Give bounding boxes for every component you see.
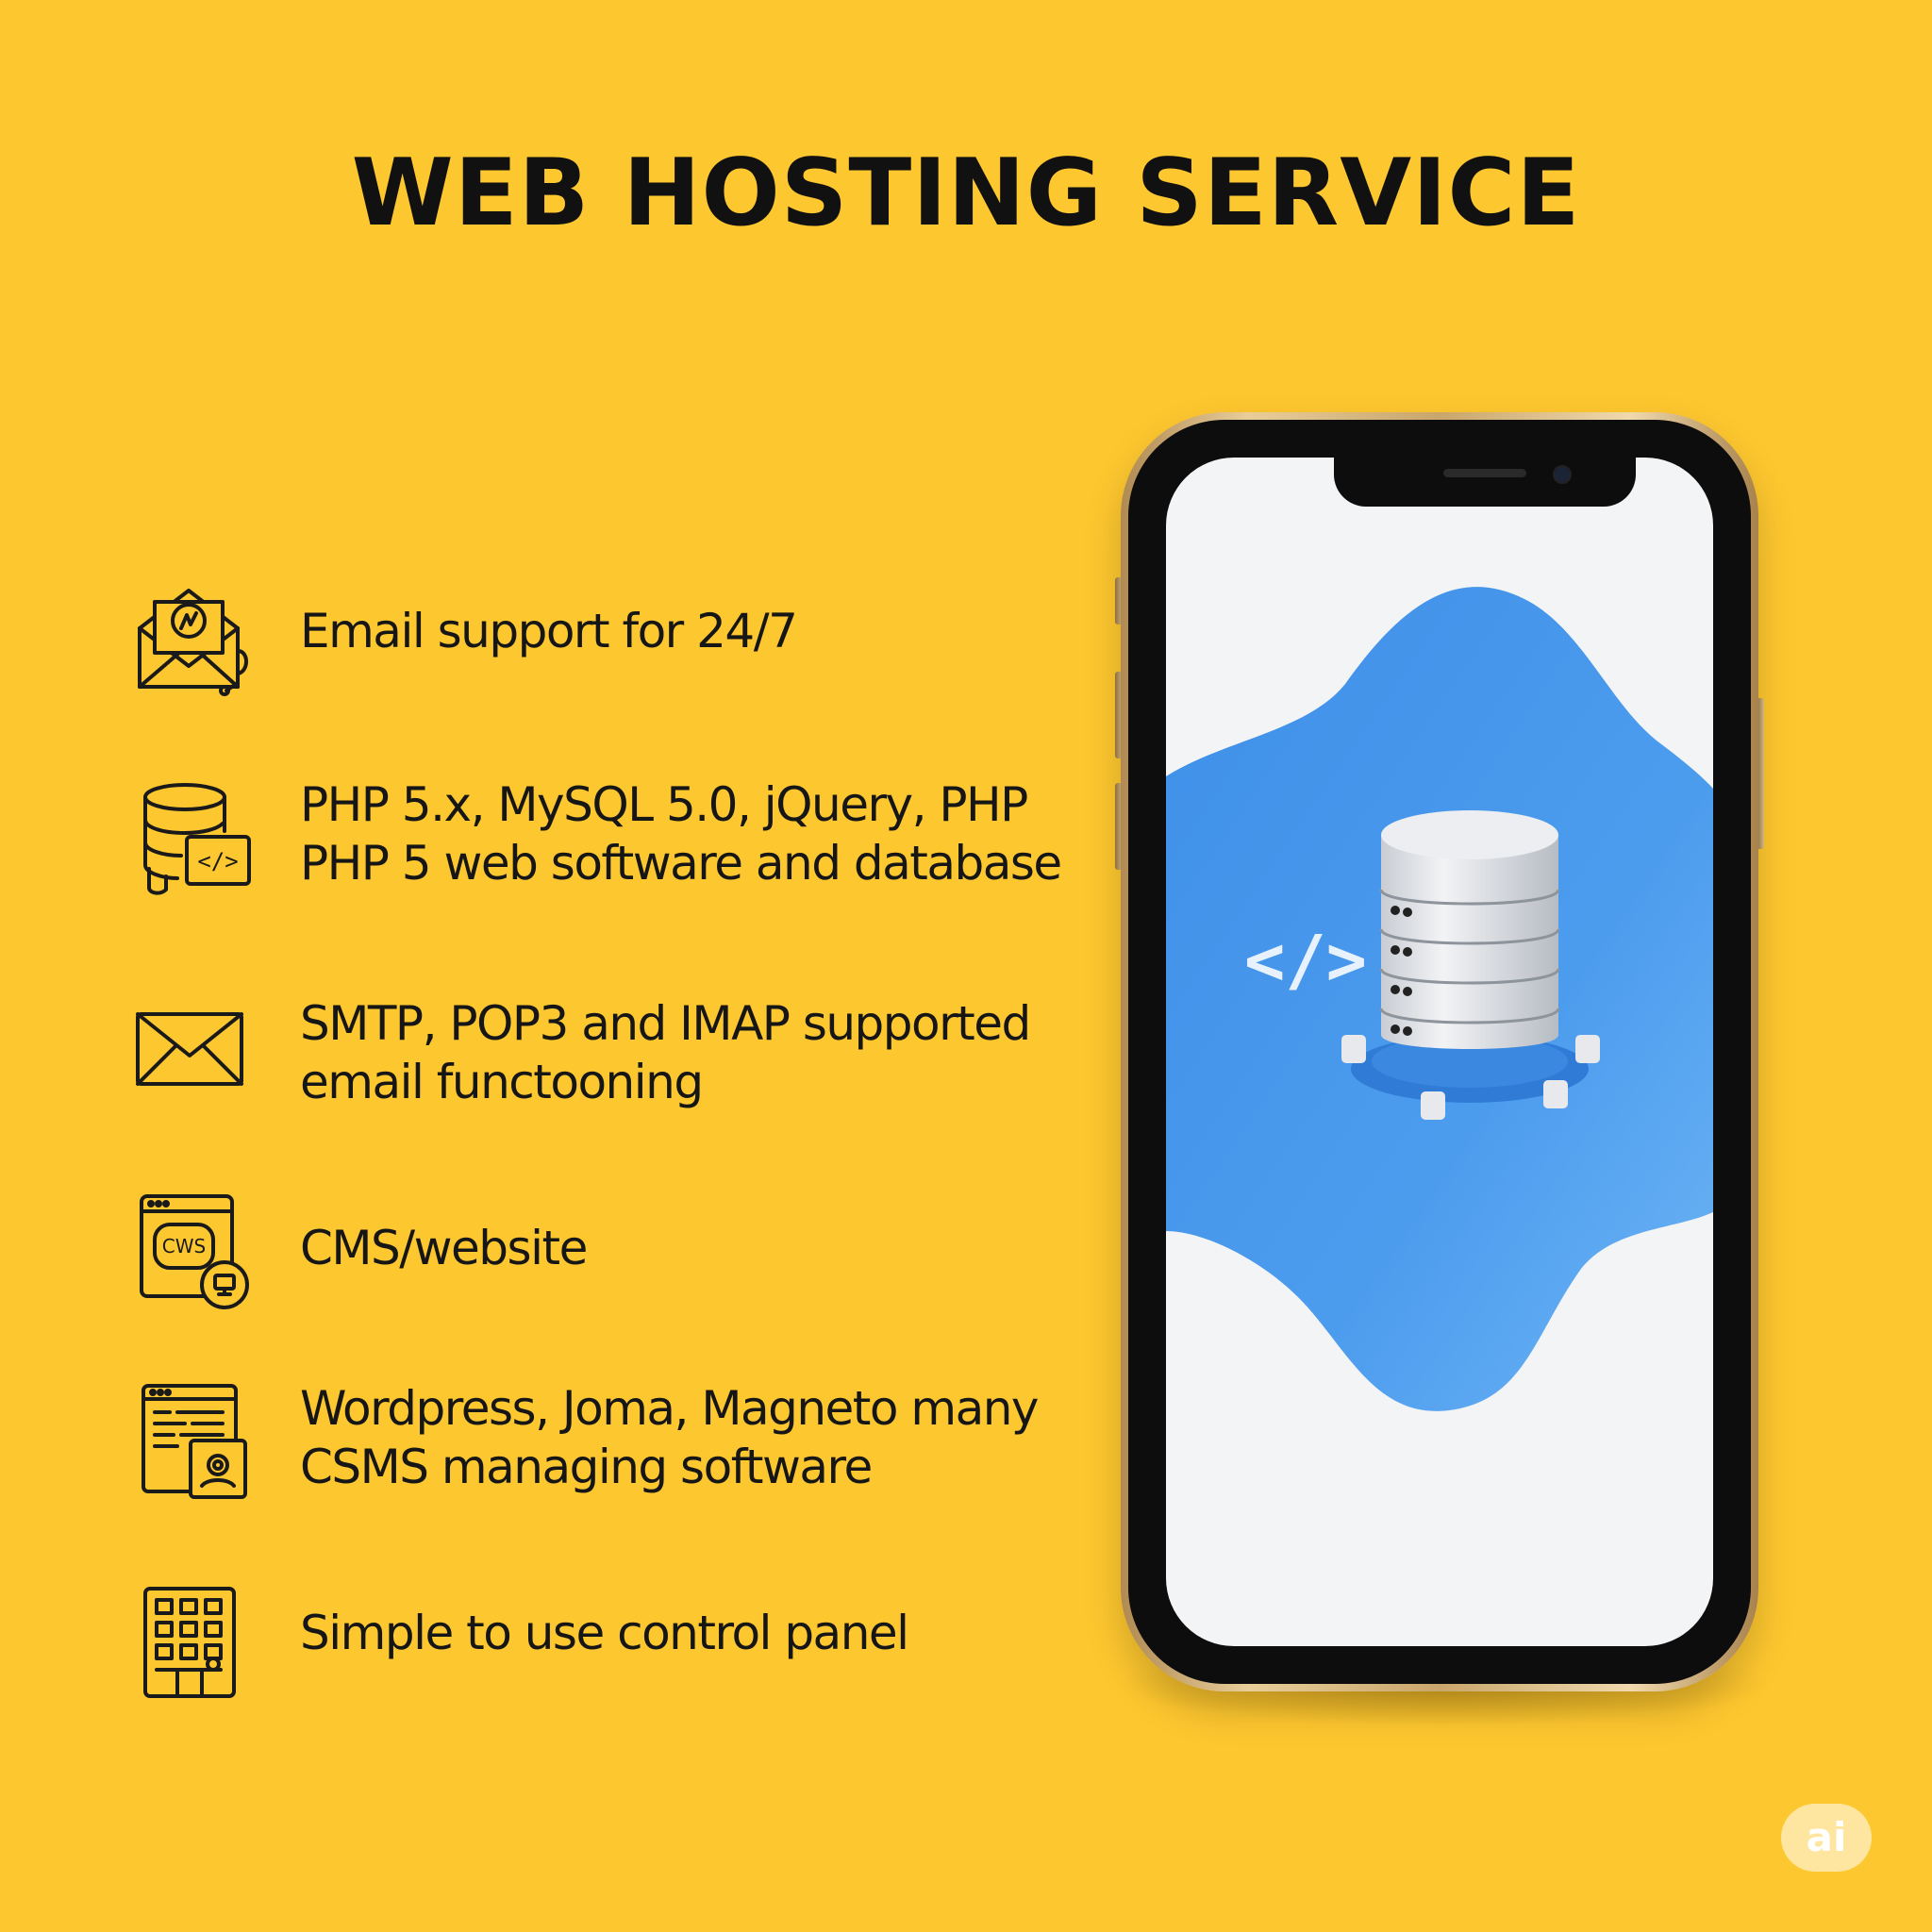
- phone-mockup: </>: [1121, 412, 1758, 1691]
- feature-text: Email support for 24/7: [300, 602, 1074, 660]
- feature-text: CMS/website: [300, 1219, 1074, 1277]
- feature-line: Simple to use control panel: [300, 1606, 909, 1660]
- feature-line: email functooning: [300, 1055, 704, 1109]
- control-panel-icon: [132, 1583, 255, 1706]
- cms-website-icon: CWS: [132, 1191, 255, 1313]
- page-title: WEB HOSTING SERVICE: [351, 140, 1581, 247]
- phone-frame: </>: [1128, 420, 1751, 1684]
- email-support-icon: [132, 574, 255, 696]
- mute-switch: [1115, 577, 1123, 625]
- feature-list: Email support for 24/7 </> PHP 5.x, MySQ…: [132, 574, 1074, 1706]
- feature-text: PHP 5.x, MySQL 5.0, jQuery, PHP PHP 5 we…: [300, 775, 1074, 892]
- base-connector: [1543, 1080, 1568, 1108]
- power-button: [1757, 698, 1764, 849]
- feature-line: PHP 5.x, MySQL 5.0, jQuery, PHP: [300, 777, 1028, 832]
- code-tag-text: </>: [1244, 921, 1367, 1000]
- database-server-illustration: </>: [1166, 587, 1713, 1411]
- base-connector: [1341, 1035, 1366, 1063]
- feature-line: PHP 5 web software and database: [300, 836, 1062, 891]
- base-connector: [1575, 1035, 1600, 1063]
- database-code-icon: </>: [132, 778, 255, 901]
- phone-screen: </>: [1166, 458, 1713, 1646]
- feature-text: Simple to use control panel: [300, 1604, 1074, 1662]
- phone-speaker: [1443, 469, 1526, 477]
- envelope-icon: [132, 986, 255, 1108]
- feature-line: Wordpress, Joma, Magneto many: [300, 1381, 1040, 1436]
- feature-line: CSMS managing software: [300, 1440, 873, 1494]
- volume-down-button: [1115, 783, 1123, 870]
- database-icon: [1379, 810, 1560, 1049]
- svg-text:</>: </>: [197, 848, 238, 874]
- volume-up-button: [1115, 672, 1123, 758]
- feature-text: Wordpress, Joma, Magneto many CSMS manag…: [300, 1379, 1074, 1496]
- feature-text: SMTP, POP3 and IMAP supported email func…: [300, 994, 1074, 1111]
- front-camera: [1553, 465, 1572, 484]
- phone-notch: [1334, 458, 1636, 507]
- base-connector: [1421, 1091, 1445, 1120]
- ai-watermark-badge: ai: [1781, 1804, 1872, 1872]
- feature-line: Email support for 24/7: [300, 604, 798, 658]
- cms-software-icon: [132, 1380, 255, 1503]
- svg-text:CWS: CWS: [162, 1235, 206, 1257]
- feature-line: CMS/website: [300, 1221, 588, 1275]
- feature-line: SMTP, POP3 and IMAP supported: [300, 996, 1031, 1051]
